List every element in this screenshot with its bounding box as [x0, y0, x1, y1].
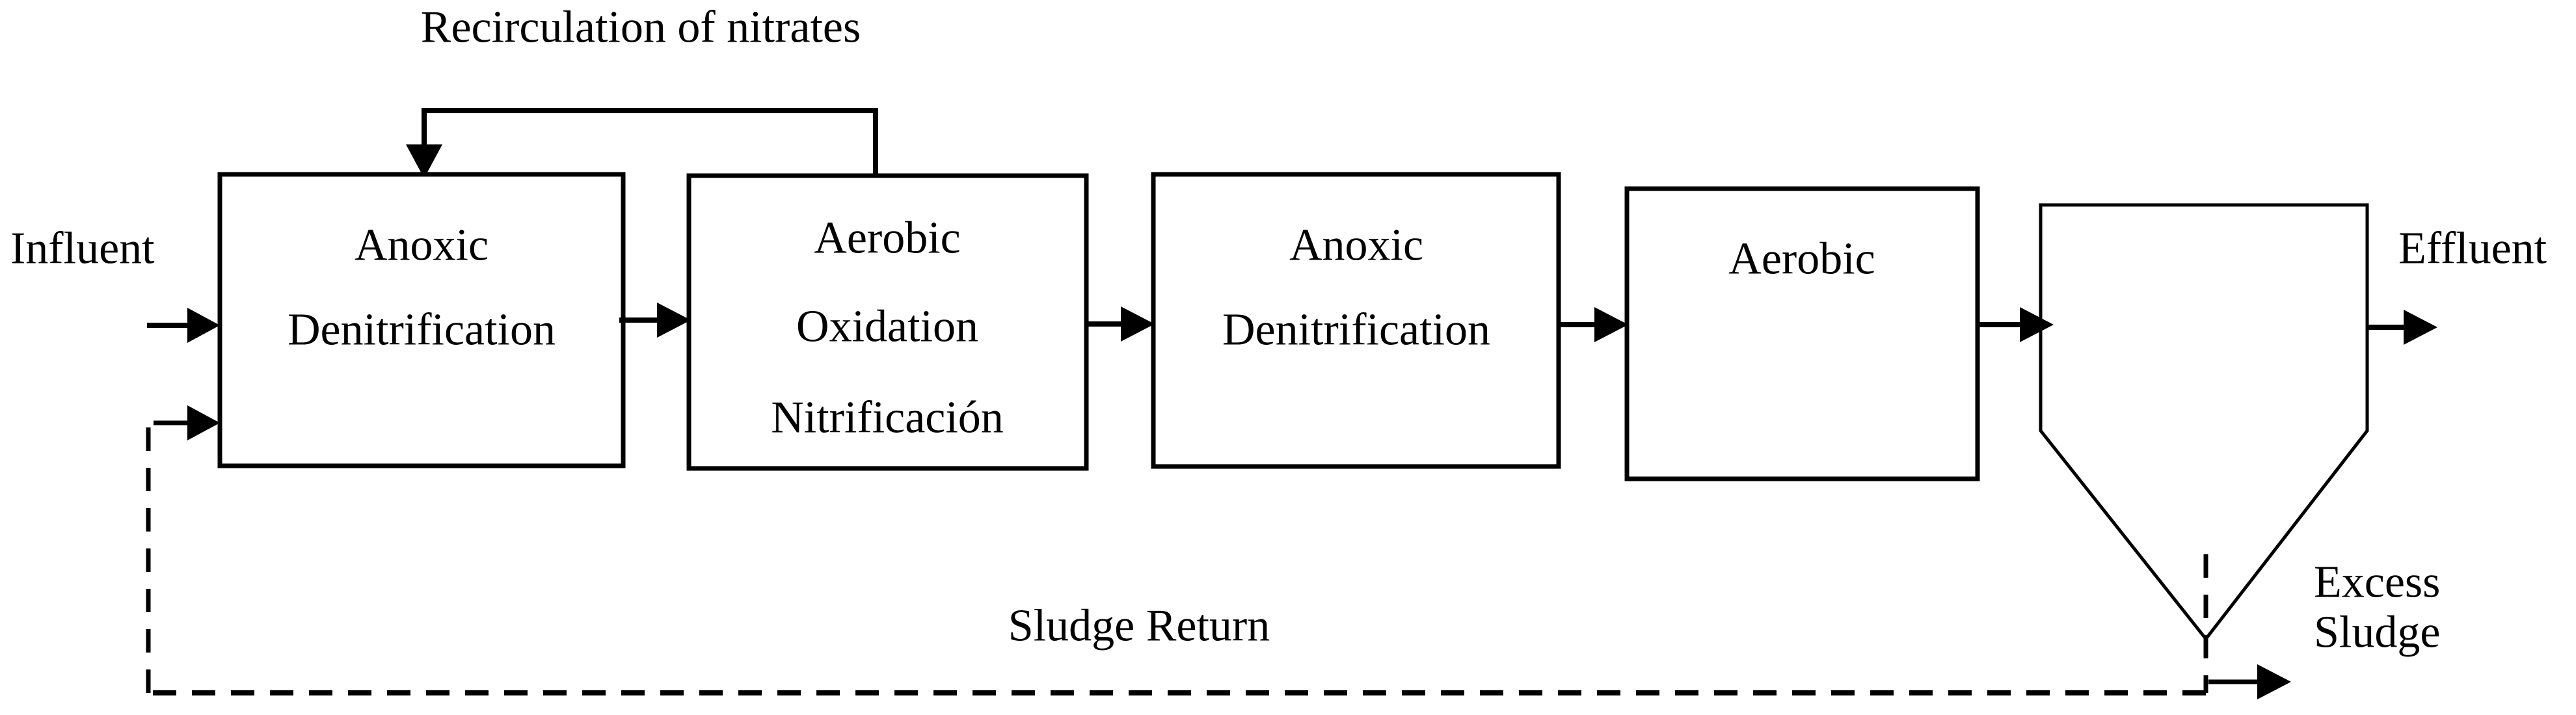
- influent-group: Influent: [10, 224, 220, 343]
- excess-sludge-arrowhead-icon: [2257, 664, 2291, 699]
- recirculation-loop: Recirculation of nitrates: [406, 3, 878, 178]
- box2-label-line1: Aerobic: [814, 213, 960, 263]
- effluent-group: Effluent: [2368, 224, 2547, 345]
- effluent-label: Effluent: [2398, 224, 2547, 274]
- sludge-return-label: Sludge Return: [1008, 601, 1270, 651]
- box-anoxic-denitrification-1: [217, 172, 626, 468]
- box3-to-box4-arrowhead-icon: [1594, 307, 1628, 342]
- box4-to-clarifier-arrowhead-icon: [2020, 307, 2054, 342]
- influent-label: Influent: [10, 224, 155, 274]
- process-units: Anoxic Denitrification Aerobic Oxidation…: [217, 172, 2369, 642]
- excess-sludge-label-line2: Sludge: [2314, 608, 2440, 658]
- recirculation-label: Recirculation of nitrates: [421, 3, 861, 53]
- box3-label-line2: Denitrification: [1222, 305, 1490, 355]
- box-anoxic-denitrification-2: [1151, 172, 1561, 469]
- box2-to-box3-arrowhead-icon: [1121, 306, 1155, 342]
- sludge-return-arrowhead-icon: [187, 405, 220, 440]
- excess-sludge-label-line1: Excess: [2314, 558, 2440, 608]
- excess-sludge-group: Excess Sludge: [2208, 558, 2440, 699]
- recirculation-arrowhead-down-icon: [406, 144, 442, 178]
- box4-label-line1: Aerobic: [1728, 234, 1875, 284]
- effluent-arrowhead-icon: [2404, 310, 2437, 345]
- box-aerobic-2: [1624, 186, 1980, 481]
- box1-label-line1: Anoxic: [355, 221, 489, 271]
- box2-label-line3: Nitrificación: [771, 393, 1004, 443]
- box1-label-line2: Denitrification: [288, 305, 556, 355]
- secondary-clarifier-shape: [2039, 203, 2369, 642]
- influent-arrowhead-icon: [187, 308, 220, 343]
- recirculation-line: [424, 108, 878, 174]
- box1-to-box2-arrowhead-icon: [657, 303, 691, 338]
- box-aerobic-oxidation-nitrification: [686, 173, 1089, 471]
- box2-label-line2: Oxidation: [796, 302, 978, 352]
- flow-arrows: [619, 303, 2054, 342]
- sludge-return-path: Sludge Return: [146, 405, 2208, 695]
- box3-label-line1: Anoxic: [1289, 221, 1423, 271]
